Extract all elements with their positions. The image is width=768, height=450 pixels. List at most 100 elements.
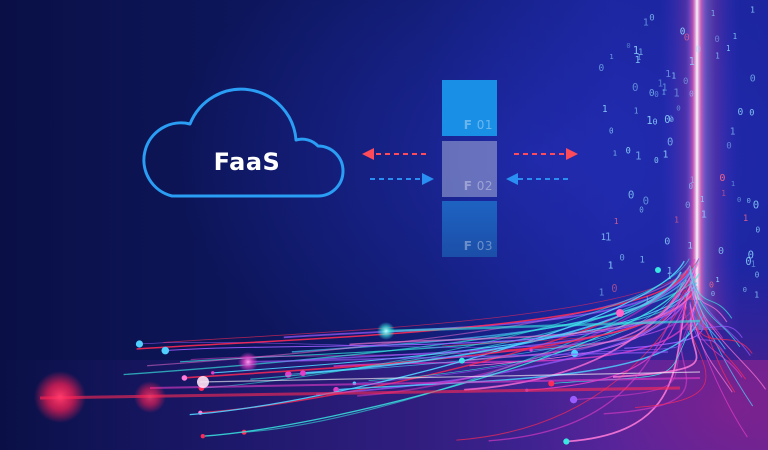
- binary-digit: 0: [715, 35, 720, 45]
- binary-digit: 1: [674, 214, 679, 224]
- binary-digit: 1: [643, 18, 649, 29]
- binary-digit: 0: [695, 45, 701, 56]
- binary-digit: 1: [637, 53, 642, 62]
- light-streak: [149, 377, 701, 389]
- binary-digit: 0: [654, 156, 659, 165]
- binary-digit: 0: [628, 189, 635, 202]
- binary-digit: 1: [645, 295, 649, 304]
- binary-digit: 1: [711, 9, 716, 18]
- binary-digit: 0: [619, 253, 624, 263]
- fiber-strand: [463, 269, 693, 390]
- binary-digit: 0: [664, 115, 670, 126]
- glow-dot-small-1: [616, 309, 624, 317]
- cloud-icon: [142, 87, 345, 198]
- arrow-left-icon: [506, 173, 568, 185]
- fiber-strand: [316, 296, 690, 396]
- light-streak: [199, 371, 701, 383]
- binary-digit: 1: [689, 56, 695, 68]
- fiber-tip: [529, 348, 533, 352]
- binary-digit: 1: [673, 87, 680, 100]
- binary-digit: 0: [669, 115, 674, 124]
- binary-digit: 1: [605, 230, 612, 243]
- binary-digit: 0: [680, 27, 686, 38]
- binary-digit: 1: [613, 149, 617, 158]
- binary-digit: 0: [626, 41, 630, 50]
- binary-digit: 1: [667, 272, 672, 281]
- binary-digit: 1: [730, 126, 736, 137]
- binary-digit: 0: [745, 256, 751, 268]
- binary-digit: 1: [608, 260, 614, 271]
- light-streak: [385, 319, 701, 333]
- glow-dot-red-medium: [134, 381, 166, 413]
- fiber-strand: [689, 269, 741, 348]
- function-block-01: F 01: [442, 80, 497, 136]
- fiber-strand: [689, 281, 726, 350]
- binary-digit: 1: [665, 69, 671, 80]
- binary-digit: 1: [687, 240, 693, 251]
- binary-digit: 0: [709, 279, 714, 289]
- fiber-strand: [190, 307, 694, 361]
- binary-digit: 0: [685, 200, 691, 211]
- function-label: F 03: [463, 239, 493, 253]
- binary-digit: 1: [634, 107, 639, 116]
- binary-digit: 0: [626, 147, 631, 157]
- binary-digit: 1: [638, 48, 643, 58]
- binary-digit: 1: [671, 72, 676, 81]
- binary-digit: 1: [662, 83, 668, 94]
- binary-digit: 1: [602, 104, 608, 115]
- binary-digit: 1: [640, 256, 645, 266]
- binary-digit: 1: [715, 52, 720, 61]
- binary-digit: 1: [646, 115, 652, 127]
- fiber-strand: [123, 273, 700, 376]
- glow-dot-cyan: [377, 322, 395, 340]
- binary-digit: 1: [601, 233, 606, 243]
- arrow-left-icon: [362, 148, 426, 160]
- binary-digit: 0: [738, 107, 744, 118]
- fiber-strand: [461, 281, 685, 362]
- binary-digit: 0: [649, 13, 654, 23]
- fiber-tip: [135, 340, 144, 348]
- fiber-strand: [163, 260, 698, 343]
- fiber-strand: [442, 286, 681, 347]
- binary-digit: 1: [726, 44, 731, 53]
- binary-digit: 0: [609, 127, 614, 136]
- binary-digit: 1: [633, 44, 640, 57]
- binary-digit: 1: [599, 288, 605, 299]
- fiber-tip: [161, 346, 170, 355]
- function-label: F 02: [463, 179, 493, 193]
- binary-digit: 0: [639, 205, 644, 214]
- fiber-strand: [689, 279, 766, 390]
- fiber-strand: [165, 297, 689, 352]
- fiber-tip: [200, 434, 206, 439]
- binary-digit: 1: [751, 260, 756, 270]
- binary-digit: 1: [715, 275, 719, 284]
- function-block-03: F 03: [442, 201, 497, 257]
- binary-digit: 1: [733, 32, 738, 41]
- light-beam-core: [686, 0, 708, 300]
- fiber-strand: [689, 301, 743, 338]
- binary-digit: 0: [689, 182, 694, 191]
- binary-digit: 0: [654, 90, 659, 99]
- binary-digit: 1: [690, 175, 695, 185]
- fiber-strand: [488, 295, 684, 442]
- fiber-tip: [181, 375, 188, 381]
- binary-digit: 1: [658, 78, 664, 89]
- binary-digit: 1: [662, 88, 666, 96]
- binary-digit: 0: [726, 142, 731, 152]
- fiber-strand: [689, 265, 733, 319]
- arrow-right-icon: [514, 148, 578, 160]
- fiber-strand: [635, 280, 707, 408]
- binary-digit: 0: [755, 271, 760, 280]
- binary-digit: 1: [731, 179, 735, 188]
- binary-digit: 0: [750, 74, 756, 85]
- binary-digit: 1: [700, 195, 705, 204]
- fiber-tip: [211, 371, 215, 375]
- fiber-strand: [147, 264, 691, 367]
- binary-digit: 0: [684, 33, 690, 44]
- binary-digit: 0: [749, 108, 754, 118]
- binary-digit: 0: [743, 286, 747, 294]
- binary-digit: 0: [653, 118, 658, 127]
- binary-digit: 0: [667, 137, 673, 149]
- binary-digit: 0: [664, 237, 670, 248]
